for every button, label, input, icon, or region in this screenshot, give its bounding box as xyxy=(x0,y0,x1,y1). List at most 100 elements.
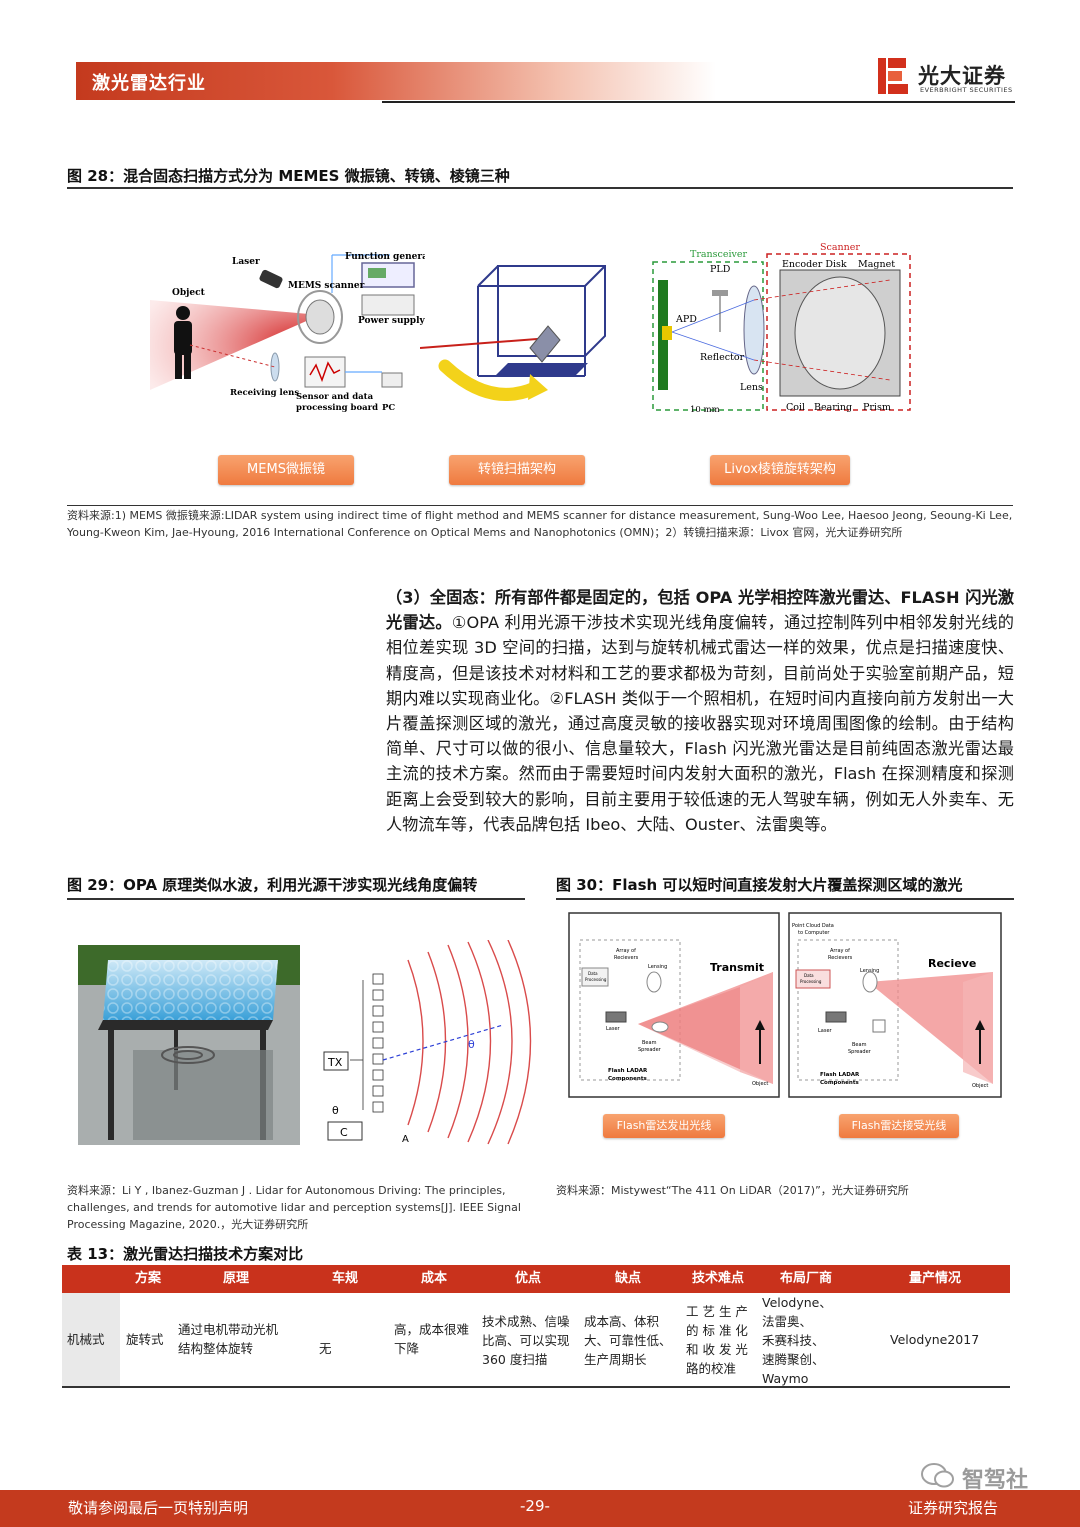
th-difficulty: 技术难点 xyxy=(691,1271,744,1286)
cell-cost: 高，成本很难 下降 xyxy=(394,1320,469,1358)
cell-scheme: 旋转式 xyxy=(126,1332,164,1347)
label-sensor-board: Sensor and data xyxy=(296,392,374,402)
cell-diff-line2: 的 标 准 化 xyxy=(686,1323,748,1338)
flash-transmit-tag-button[interactable]: Flash雷达发出光线 xyxy=(603,1114,725,1138)
table13-caption: 表 13：激光雷达扫描技术方案对比 xyxy=(67,1245,304,1263)
label-coil: Coil xyxy=(786,402,805,413)
label-power-supply: Power supply xyxy=(358,316,425,326)
label-theta: θ xyxy=(332,1104,339,1117)
footer-disclaimer-link[interactable]: 敬请参阅最后一页特别声明 xyxy=(68,1499,249,1517)
flash-receive-diagram: Recieve Point Cloud Data to Computer Arr… xyxy=(788,912,1002,1098)
header-rule xyxy=(382,101,1015,103)
cell-production: Velodyne2017 xyxy=(890,1332,980,1347)
cell-difficulty: 工 艺 生 产 的 标 准 化 和 收 发 光 路的校准 xyxy=(686,1302,748,1378)
cell-cons-line1: 成本高、体积 xyxy=(584,1314,660,1329)
label-recieve: Recieve xyxy=(928,957,976,970)
row-category-cell xyxy=(62,1293,120,1386)
label-tx: TX xyxy=(327,1056,343,1069)
label-flash-ladar-r: Flash LADAR xyxy=(820,1072,860,1078)
label-laser-r: Laser xyxy=(818,1028,833,1034)
label-lensing-r: Lensing xyxy=(860,968,879,974)
livox-tag-button[interactable]: Livox棱镜旋转架构 xyxy=(710,455,850,485)
fig30-source: 资料来源：Mistywest“The 411 On LiDAR（2017)”，光… xyxy=(556,1184,909,1197)
cell-vendor-4: 速腾聚创、 xyxy=(762,1352,825,1367)
fig28-rule xyxy=(67,187,1013,189)
cell-vendors: Velodyne、 法雷奥、 禾赛科技、 速腾聚创、 Waymo xyxy=(762,1293,832,1388)
fig29-source-line1: 资料来源：Li Y , Ibanez-Guzman J . Lidar for … xyxy=(67,1184,506,1197)
label-function-generator: Function generator xyxy=(345,252,425,262)
section-title: 激光雷达行业 xyxy=(92,73,206,94)
th-cons: 缺点 xyxy=(614,1271,641,1286)
cell-vendor-3: 禾赛科技、 xyxy=(762,1333,825,1348)
fig29-source: 资料来源：Li Y , Ibanez-Guzman J . Lidar for … xyxy=(67,1182,537,1233)
fig28-source-line1: 资料来源:1) MEMS 微振镜来源:LIDAR system using in… xyxy=(67,509,1013,522)
cell-cost-line2: 下降 xyxy=(394,1341,420,1356)
label-array-r: Array of xyxy=(830,948,850,954)
label-pld: PLD xyxy=(710,264,731,275)
table-header-row: 方案 原理 车规 成本 优点 缺点 技术难点 布局厂商 量产情况 xyxy=(62,1265,1010,1293)
label-point-cloud: Point Cloud Data xyxy=(792,923,834,929)
body-heading: （3）全固态：所有部件都是固定的，包括 OPA 光学相控阵激光雷达、FLASH … xyxy=(386,588,1014,633)
label-lens: Lens xyxy=(740,382,763,393)
fig28-source: 资料来源:1) MEMS 微振镜来源:LIDAR system using in… xyxy=(67,507,1017,541)
page-number: -29- xyxy=(520,1497,550,1515)
label-c: C xyxy=(340,1126,348,1139)
rotating-mirror-diagram xyxy=(420,265,606,401)
logo-en: EVERBRIGHT SECURITIES xyxy=(920,86,1013,94)
opa-array-diagram: TX θ θ C A xyxy=(323,940,532,1145)
label-to-computer: to Computer xyxy=(798,930,830,936)
th-principle: 原理 xyxy=(222,1271,249,1286)
cell-pros-line2: 比高、可以实现 xyxy=(482,1333,570,1348)
cell-auto-grade: 无 xyxy=(319,1341,332,1356)
label-magnet: Magnet xyxy=(858,259,895,270)
table-bottom-rule xyxy=(62,1386,1010,1388)
label-beam-r: Beam xyxy=(852,1042,867,1048)
label-spreader-r: Spreader xyxy=(848,1049,872,1055)
label-processing: Processing xyxy=(585,977,607,982)
label-theta-wave: θ xyxy=(468,1038,475,1051)
fig28-caption: 图 28：混合固态扫描方式分为 MEMES 微振镜、转镜、棱镜三种 xyxy=(67,167,510,185)
wechat-watermark-icon xyxy=(921,1463,954,1488)
label-pc: PC xyxy=(382,403,395,413)
label-receivers-r: Recievers xyxy=(828,955,853,961)
label-mems-scanner: MEMS scanner xyxy=(288,281,365,291)
label-bearing: Bearing xyxy=(814,402,852,413)
th-vendors: 布局厂商 xyxy=(779,1271,832,1286)
fig30-rule xyxy=(556,898,1014,900)
label-data-r: Data xyxy=(804,973,814,978)
label-apd: APD xyxy=(675,314,697,325)
cell-vendor-1: Velodyne、 xyxy=(762,1295,832,1310)
label-flash-ladar: Flash LADAR xyxy=(608,1068,648,1074)
mems-diagram: Laser Function generator MEMS scanner Ob… xyxy=(150,252,425,413)
flash-receive-tag-button[interactable]: Flash雷达接受光线 xyxy=(839,1114,959,1138)
cell-principle-line2: 结构整体旋转 xyxy=(178,1341,254,1356)
th-scheme: 方案 xyxy=(134,1271,161,1286)
label-object: Object xyxy=(752,1081,768,1087)
label-transceiver: Transceiver xyxy=(690,249,748,260)
cell-diff-line3: 和 收 发 光 xyxy=(686,1342,748,1357)
mems-tag-button[interactable]: MEMS微振镜 xyxy=(218,455,354,485)
label-laser: Laser xyxy=(606,1026,621,1032)
logo-cn: 光大证券 xyxy=(918,64,1006,88)
body-text: ①OPA 利用光源干涉技术实现光线角度偏转，通过控制阵列中相邻发射光线的相位差实… xyxy=(386,613,1014,834)
body-paragraph: （3）全固态：所有部件都是固定的，包括 OPA 光学相控阵激光雷达、FLASH … xyxy=(386,585,1014,837)
label-laser: Laser xyxy=(232,257,260,267)
label-receiving-lens: Receiving lens xyxy=(230,388,299,398)
label-lensing: Lensing xyxy=(648,964,667,970)
th-auto-grade: 车规 xyxy=(331,1271,358,1286)
rotating-mirror-tag-button[interactable]: 转镜扫描架构 xyxy=(449,455,585,485)
fig29-source-line2: challenges, and trends for automotive li… xyxy=(67,1201,521,1214)
cell-pros: 技术成熟、信噪 比高、可以实现 360 度扫描 xyxy=(482,1312,570,1369)
label-components-r: Components xyxy=(820,1080,859,1086)
table-row: 机械式 旋转式 通过电机带动光机 结构整体旋转 无 高，成本很难 下降 技术成熟… xyxy=(62,1293,1010,1386)
cell-principle-line1: 通过电机带动光机 xyxy=(178,1322,279,1337)
th-production: 量产情况 xyxy=(908,1271,961,1286)
label-scanner: Scanner xyxy=(820,242,860,253)
th-cost: 成本 xyxy=(420,1271,447,1286)
cell-vendor-5: Waymo xyxy=(762,1371,809,1386)
water-wave-photo xyxy=(78,945,300,1145)
cell-cost-line1: 高，成本很难 xyxy=(394,1322,470,1337)
cell-vendor-2: 法雷奥、 xyxy=(762,1314,813,1329)
cell-pros-line1: 技术成熟、信噪 xyxy=(482,1314,570,1329)
label-a: A xyxy=(402,1134,409,1145)
